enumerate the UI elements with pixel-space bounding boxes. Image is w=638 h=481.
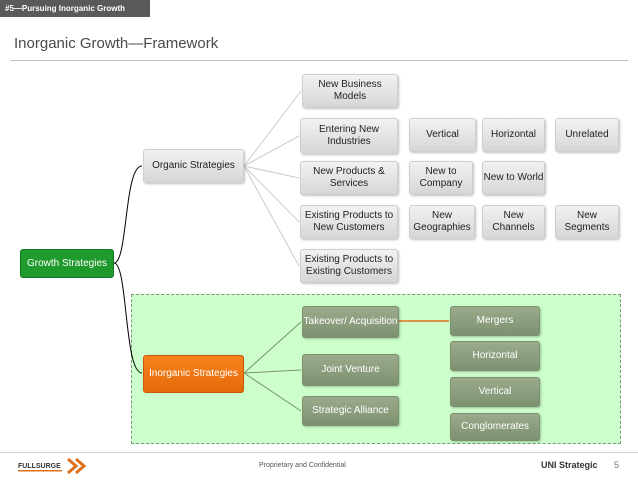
- new-segments-node: New Segments: [555, 205, 619, 239]
- brand-label: UNI Strategic: [541, 460, 598, 470]
- logo-wordmark: FULLSURGE: [18, 463, 61, 470]
- slide-title: Inorganic Growth—Framework: [14, 35, 219, 52]
- organic-strategies-node: Organic Strategies: [143, 149, 244, 183]
- fullsurge-logo: FULLSURGE: [18, 456, 88, 476]
- existing-products-existing-customers-node: Existing Products to Existing Customers: [300, 249, 398, 283]
- new-geographies-node: New Geographies: [409, 205, 475, 239]
- entering-new-industries-node: Entering New Industries: [300, 118, 398, 154]
- new-to-world-node: New to World: [482, 161, 545, 195]
- industry-vertical-node: Vertical: [409, 118, 476, 152]
- connector-inorganic-alliance: [243, 372, 302, 412]
- inorganic-strategies-node: Inorganic Strategies: [143, 355, 244, 393]
- new-to-company-node: New to Company: [409, 161, 473, 195]
- takeover-acquisition-node: Takeover/ Acquisition: [302, 306, 399, 338]
- section-label: #5—Pursuing Inorganic Growth: [0, 0, 150, 17]
- connector-organic-customers-new: [243, 165, 300, 223]
- acquisition-horizontal-node: Horizontal: [450, 341, 540, 371]
- industry-unrelated-node: Unrelated: [555, 118, 619, 152]
- connector-organic-products: [243, 165, 300, 179]
- conglomerates-node: Conglomerates: [450, 413, 540, 441]
- fullsurge-logo-graphic: FULLSURGE: [18, 457, 87, 475]
- connector-organic-models: [243, 90, 302, 167]
- connector-root-organic: [113, 165, 143, 264]
- new-products-services-node: New Products & Services: [300, 161, 398, 195]
- existing-products-new-customers-node: Existing Products to New Customers: [300, 205, 398, 239]
- connector-organic-customers-existing: [243, 165, 300, 267]
- industry-horizontal-node: Horizontal: [482, 118, 545, 152]
- connector-root-inorganic: [113, 262, 143, 374]
- joint-venture-node: Joint Venture: [302, 354, 399, 386]
- strategic-alliance-node: Strategic Alliance: [302, 396, 399, 426]
- page-number: 5: [614, 460, 620, 470]
- mergers-node: Mergers: [450, 306, 540, 336]
- new-business-models-node: New Business Models: [302, 74, 398, 108]
- acquisition-vertical-node: Vertical: [450, 377, 540, 407]
- connector-inorganic-jv: [243, 369, 302, 374]
- growth-strategies-node: Growth Strategies: [20, 249, 114, 278]
- footer-divider: [0, 452, 638, 453]
- connector-organic-industries: [243, 135, 300, 167]
- new-channels-node: New Channels: [482, 205, 545, 239]
- confidential-label: Proprietary and Confidential: [259, 462, 346, 469]
- logo-underline: [18, 470, 62, 472]
- logo-chevrons-icon: [67, 457, 87, 475]
- connector-inorganic-acquisition: [243, 321, 302, 374]
- title-divider: [10, 60, 628, 61]
